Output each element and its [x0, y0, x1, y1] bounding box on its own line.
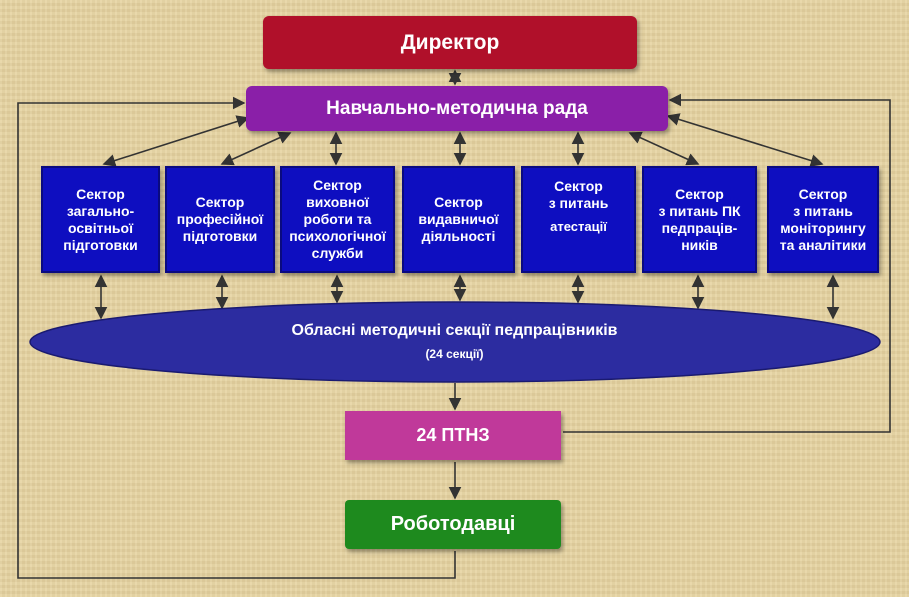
sections-title: Обласні методичні секції педпрацівників [291, 322, 618, 339]
arrow-council-sector-6 [628, 131, 700, 166]
sector-line: психологічної [289, 228, 386, 244]
director-box: Директор [263, 16, 637, 69]
sector-line: з питань [548, 195, 609, 211]
sections-count: (24 секції) [425, 347, 484, 361]
sections-ellipse [29, 301, 881, 383]
sector-line: підготовки [182, 228, 258, 244]
sector-line: професійної [176, 211, 264, 227]
sector-line: виховної [306, 194, 369, 210]
feedback-line-schools [563, 93, 891, 433]
sector-line: та аналітики [779, 236, 867, 253]
sector-line: видавничої [418, 211, 499, 227]
arrow-council-sector-2 [220, 131, 292, 166]
sector-line: Сектор [195, 194, 245, 210]
sector-line: ників [681, 236, 718, 253]
sector-line: Сектор [554, 178, 603, 194]
sector-line: служби [311, 245, 364, 261]
sector-line: Сектор [798, 185, 848, 202]
schools-box: 24 ПТНЗ [345, 411, 561, 460]
sector-line: Сектор [434, 194, 483, 210]
sector-line: моніторингу [780, 219, 866, 236]
sector-line: педпрацiв- [661, 219, 738, 236]
sector-line: діяльності [421, 228, 496, 244]
sector-line: Сектор [76, 185, 125, 202]
sector-line: освітньої [67, 219, 134, 236]
sector-line: роботи та [303, 211, 372, 227]
council-box: Навчально-методична рада [246, 86, 668, 131]
sector-line: Сектор [675, 185, 724, 202]
sector-line: загально- [66, 202, 135, 219]
employers-box: Роботодавці [345, 500, 561, 549]
sector-line: Сектор [313, 177, 362, 193]
sector-line: з питань ПК [658, 202, 741, 219]
sector-line: з питань [793, 202, 853, 219]
sector-line: атестації [550, 219, 607, 234]
arrow-council-sector-7 [666, 113, 824, 167]
sector-line: підготовки [63, 236, 138, 253]
arrow-council-sector-1 [102, 115, 250, 167]
feedback-line-employers [17, 96, 456, 579]
